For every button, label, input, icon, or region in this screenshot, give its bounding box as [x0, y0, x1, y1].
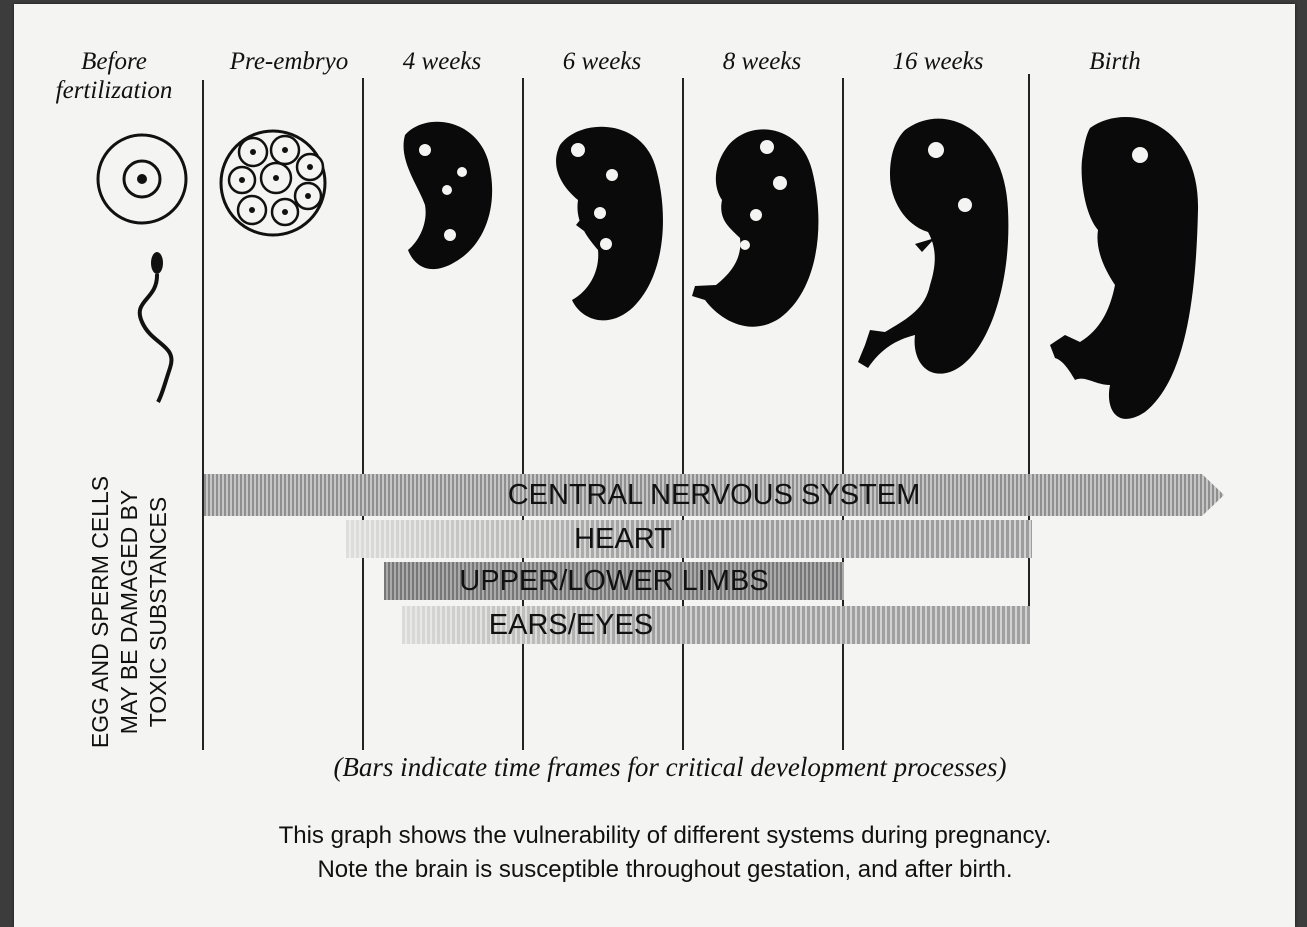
caption-line-1: This graph shows the vulnerability of di…	[150, 822, 1180, 850]
bar-label: HEART	[574, 523, 672, 556]
baby-at-birth-illustration	[1050, 117, 1198, 419]
bar-heart: HEART	[346, 520, 1032, 558]
caption-line-2: Note the brain is susceptible throughout…	[150, 856, 1180, 884]
bar-label: CENTRAL NERVOUS SYSTEM	[508, 479, 921, 512]
egg-cell-illustration	[98, 135, 186, 223]
embryo-8-weeks-illustration	[692, 129, 818, 326]
bar-upper-lower-limbs: UPPER/LOWER LIMBS	[384, 562, 844, 600]
fetus-16-weeks-illustration	[858, 119, 1008, 374]
bar-label: UPPER/LOWER LIMBS	[459, 565, 768, 598]
embryo-6-weeks-illustration	[556, 127, 663, 321]
bar-label: EARS/EYES	[489, 609, 653, 642]
bars-explanation-note: (Bars indicate time frames for critical …	[230, 752, 1110, 783]
bar-ears-eyes: EARS/EYES	[402, 606, 1030, 644]
sperm-cell-illustration	[140, 252, 172, 402]
bar-central-nervous-system: CENTRAL NERVOUS SYSTEM	[204, 474, 1224, 516]
embryo-4-weeks-illustration	[404, 122, 493, 269]
pre-embryo-illustration	[221, 131, 325, 235]
gamete-damage-note: EGG AND SPERM CELLS MAY BE DAMAGED BY TO…	[86, 452, 173, 772]
